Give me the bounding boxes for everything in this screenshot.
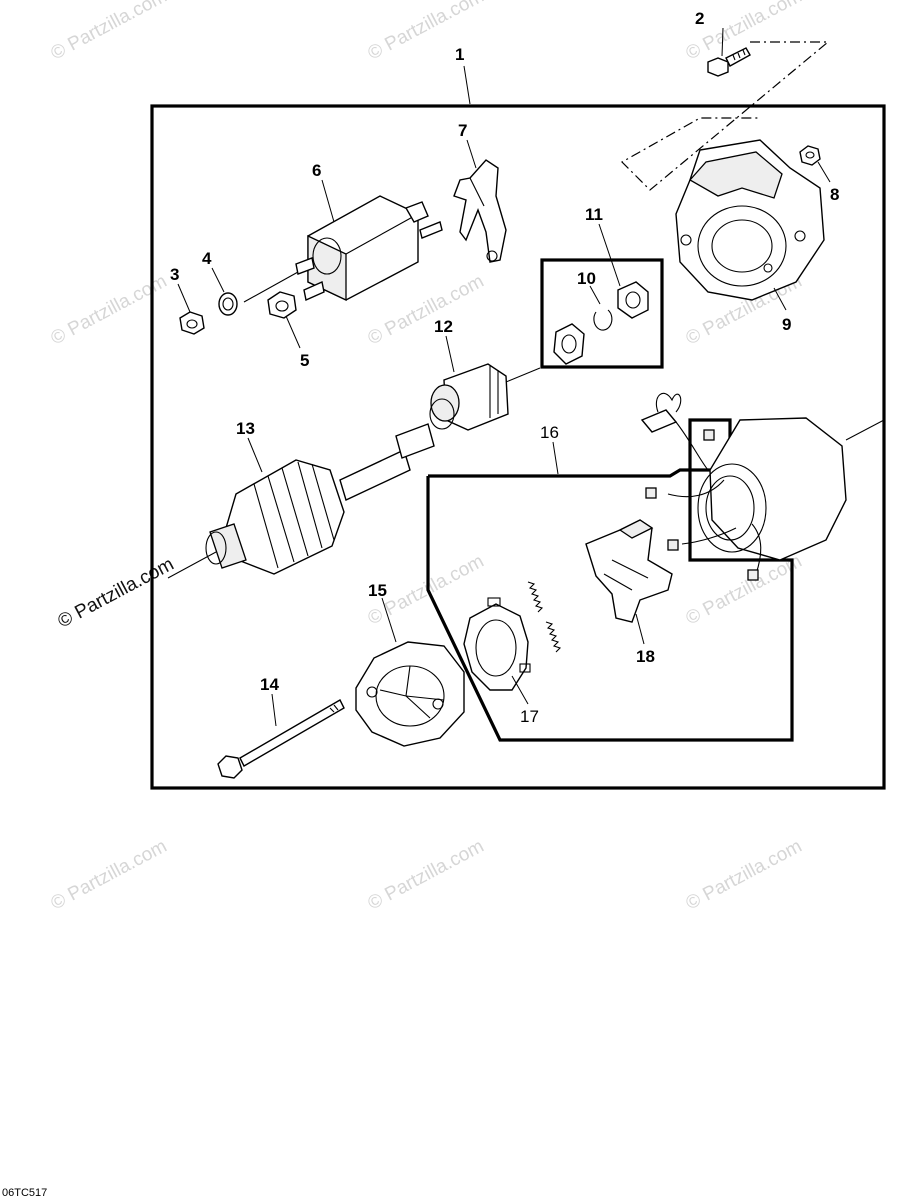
callout-15: 15 [368, 581, 387, 600]
brush-springs [527, 581, 562, 653]
callout-10: 10 [577, 269, 596, 288]
leader-lines [177, 27, 831, 727]
callout-6: 6 [312, 161, 321, 180]
housing-9 [675, 139, 825, 301]
callout-labels: 1 2 3 4 5 6 7 8 9 10 11 12 13 14 15 16 1… [170, 9, 839, 726]
callout-1: 1 [455, 45, 464, 64]
watermark: © Partzilla.com [364, 271, 487, 350]
watermark-layer: © Partzilla.com © Partzilla.com © Partzi… [47, 0, 805, 914]
nut-3 [179, 311, 205, 335]
callout-5: 5 [300, 351, 309, 370]
through-bolt-14 [217, 699, 345, 779]
brush-holder-18 [585, 519, 673, 623]
assembly-box [150, 104, 886, 790]
subassembly-box-16 [426, 418, 794, 742]
watermark: © Partzilla.com [47, 0, 170, 64]
callout-8: 8 [830, 185, 839, 204]
pinion-clutch-12 [429, 363, 541, 431]
callout-17: 17 [520, 707, 539, 726]
callout-9: 9 [782, 315, 791, 334]
phantom-line [621, 41, 830, 191]
callout-2: 2 [695, 9, 704, 28]
end-cover-15 [355, 641, 465, 747]
callout-3: 3 [170, 265, 179, 284]
callout-12: 12 [434, 317, 453, 336]
bolt-2 [707, 47, 751, 77]
brush-plate-17 [463, 597, 531, 691]
watermark: © Partzilla.com [682, 551, 805, 630]
watermark-dark: © Partzilla.com [54, 554, 177, 633]
snap-ring-10 [593, 309, 613, 331]
watermark: © Partzilla.com [364, 0, 487, 64]
callout-13: 13 [236, 419, 255, 438]
armature-13 [167, 423, 435, 579]
watermark: © Partzilla.com [682, 836, 805, 915]
watermark: © Partzilla.com [364, 836, 487, 915]
callout-16: 16 [540, 423, 559, 442]
washer-4 [218, 292, 238, 316]
callout-7: 7 [458, 121, 467, 140]
solenoid-6 [243, 195, 443, 303]
nut-8 [799, 145, 821, 166]
figure-id: 06TC517 [2, 1187, 47, 1199]
subassembly-box-11 [540, 258, 664, 369]
yoke [640, 392, 885, 581]
callout-14: 14 [260, 675, 279, 694]
callout-18: 18 [636, 647, 655, 666]
callout-4: 4 [202, 249, 212, 268]
watermark: © Partzilla.com [47, 836, 170, 915]
lever-7 [453, 159, 507, 263]
nut-5 [267, 291, 297, 319]
collar-11 [553, 281, 649, 365]
callout-11: 11 [585, 205, 603, 224]
